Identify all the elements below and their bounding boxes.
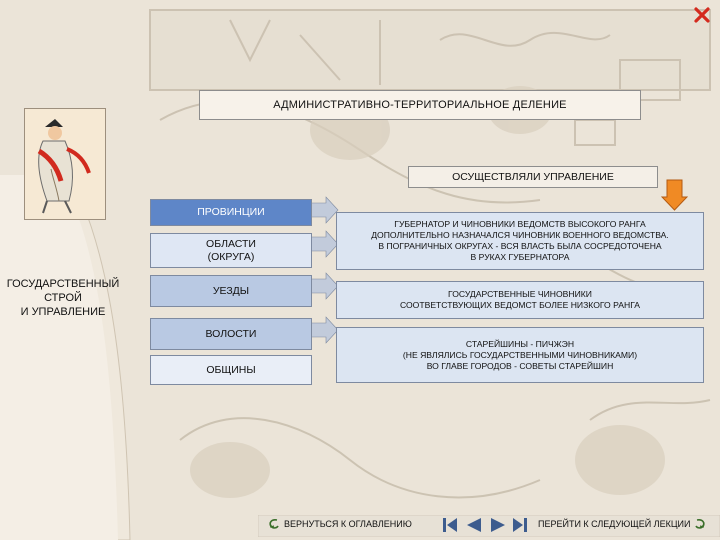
level-label: (ОКРУГА) bbox=[207, 250, 255, 263]
state-label-line: СТРОЙ bbox=[44, 292, 82, 304]
level-label: ОБЛАСТИ bbox=[206, 237, 256, 250]
managed-label: ОСУЩЕСТВЛЯЛИ УПРАВЛЕНИЕ bbox=[452, 171, 614, 183]
next-slide-icon[interactable] bbox=[489, 516, 507, 534]
level-counties[interactable]: УЕЗДЫ bbox=[150, 275, 312, 307]
description-line: В ПОГРАНИЧНЫХ ОКРУГАХ - ВСЯ ВЛАСТЬ БЫЛА … bbox=[378, 241, 662, 251]
back-link-label: ВЕРНУТЬСЯ К ОГЛАВЛЕНИЮ bbox=[284, 519, 412, 529]
description-counties: ГОСУДАРСТВЕННЫЕ ЧИНОВНИКИ СООТВЕТСТВУЮЩИ… bbox=[336, 281, 704, 319]
last-slide-icon[interactable] bbox=[511, 516, 529, 534]
state-label-line: И УПРАВЛЕНИЕ bbox=[20, 306, 106, 318]
level-label: ВОЛОСТИ bbox=[205, 327, 257, 340]
close-icon[interactable] bbox=[692, 5, 712, 25]
return-arrow-icon bbox=[269, 519, 279, 529]
description-line: ГУБЕРНАТОР И ЧИНОВНИКИ ВЕДОМСТВ ВЫСОКОГО… bbox=[394, 219, 646, 229]
first-slide-icon[interactable] bbox=[441, 516, 459, 534]
description-provinces: ГУБЕРНАТОР И ЧИНОВНИКИ ВЕДОМСТВ ВЫСОКОГО… bbox=[336, 212, 704, 270]
forward-arrow-icon bbox=[695, 519, 706, 529]
level-label: ПРОВИНЦИИ bbox=[197, 206, 265, 218]
slide-title-box: АДМИНИСТРАТИВНО-ТЕРРИТОРИАЛЬНОЕ ДЕЛЕНИЕ bbox=[199, 90, 641, 120]
description-line: ДОПОЛНИТЕЛЬНО НАЗНАЧАЛСЯ ЧИНОВНИК ВОЕННО… bbox=[371, 230, 669, 240]
description-line: ВО ГЛАВЕ ГОРОДОВ - СОВЕТЫ СТАРЕЙШИН bbox=[426, 360, 614, 371]
description-line: В РУКАХ ГУБЕРНАТОРА bbox=[470, 252, 570, 262]
down-arrow-icon bbox=[661, 179, 688, 211]
portrait-image bbox=[24, 108, 106, 220]
state-label-line: ГОСУДАРСТВЕННЫЙ bbox=[6, 278, 120, 290]
slide-title: АДМИНИСТРАТИВНО-ТЕРРИТОРИАЛЬНОЕ ДЕЛЕНИЕ bbox=[273, 99, 567, 111]
level-label: УЕЗДЫ bbox=[212, 284, 250, 297]
footer-bar bbox=[258, 515, 720, 537]
description-line: (НЕ ЯВЛЯЛИСЬ ГОСУДАРСТВЕННЫМИ ЧИНОВНИКАМ… bbox=[402, 349, 638, 360]
connector-arrows bbox=[309, 196, 339, 344]
next-lecture-link[interactable]: ПЕРЕЙТИ К СЛЕДУЮЩЕЙ ЛЕКЦИИ bbox=[538, 518, 706, 530]
previous-slide-icon[interactable] bbox=[465, 516, 483, 534]
level-communes[interactable]: ОБЩИНЫ bbox=[150, 355, 312, 385]
description-line: СТАРЕЙШИНЫ - ПИЧЖЭН bbox=[465, 338, 575, 349]
side-panel-decoration bbox=[0, 175, 131, 540]
level-provinces[interactable]: ПРОВИНЦИИ bbox=[150, 199, 312, 226]
description-line: СООТВЕТСТВУЮЩИХ ВЕДОМСТ БОЛЕЕ НИЗКОГО РА… bbox=[399, 300, 641, 310]
managed-label-box: ОСУЩЕСТВЛЯЛИ УПРАВЛЕНИЕ bbox=[408, 166, 658, 188]
description-line: ГОСУДАРСТВЕННЫЕ ЧИНОВНИКИ bbox=[448, 289, 592, 299]
level-regions[interactable]: ОБЛАСТИ (ОКРУГА) bbox=[150, 233, 312, 268]
level-label: ОБЩИНЫ bbox=[206, 363, 256, 376]
state-structure-label: ГОСУДАРСТВЕННЫЙ СТРОЙ И УПРАВЛЕНИЕ bbox=[0, 277, 126, 321]
next-link-label: ПЕРЕЙТИ К СЛЕДУЮЩЕЙ ЛЕКЦИИ bbox=[538, 519, 691, 529]
description-volosts: СТАРЕЙШИНЫ - ПИЧЖЭН (НЕ ЯВЛЯЛИСЬ ГОСУДАР… bbox=[336, 327, 704, 383]
back-to-contents-link[interactable]: ВЕРНУТЬСЯ К ОГЛАВЛЕНИЮ bbox=[268, 518, 412, 530]
level-volosts[interactable]: ВОЛОСТИ bbox=[150, 318, 312, 350]
